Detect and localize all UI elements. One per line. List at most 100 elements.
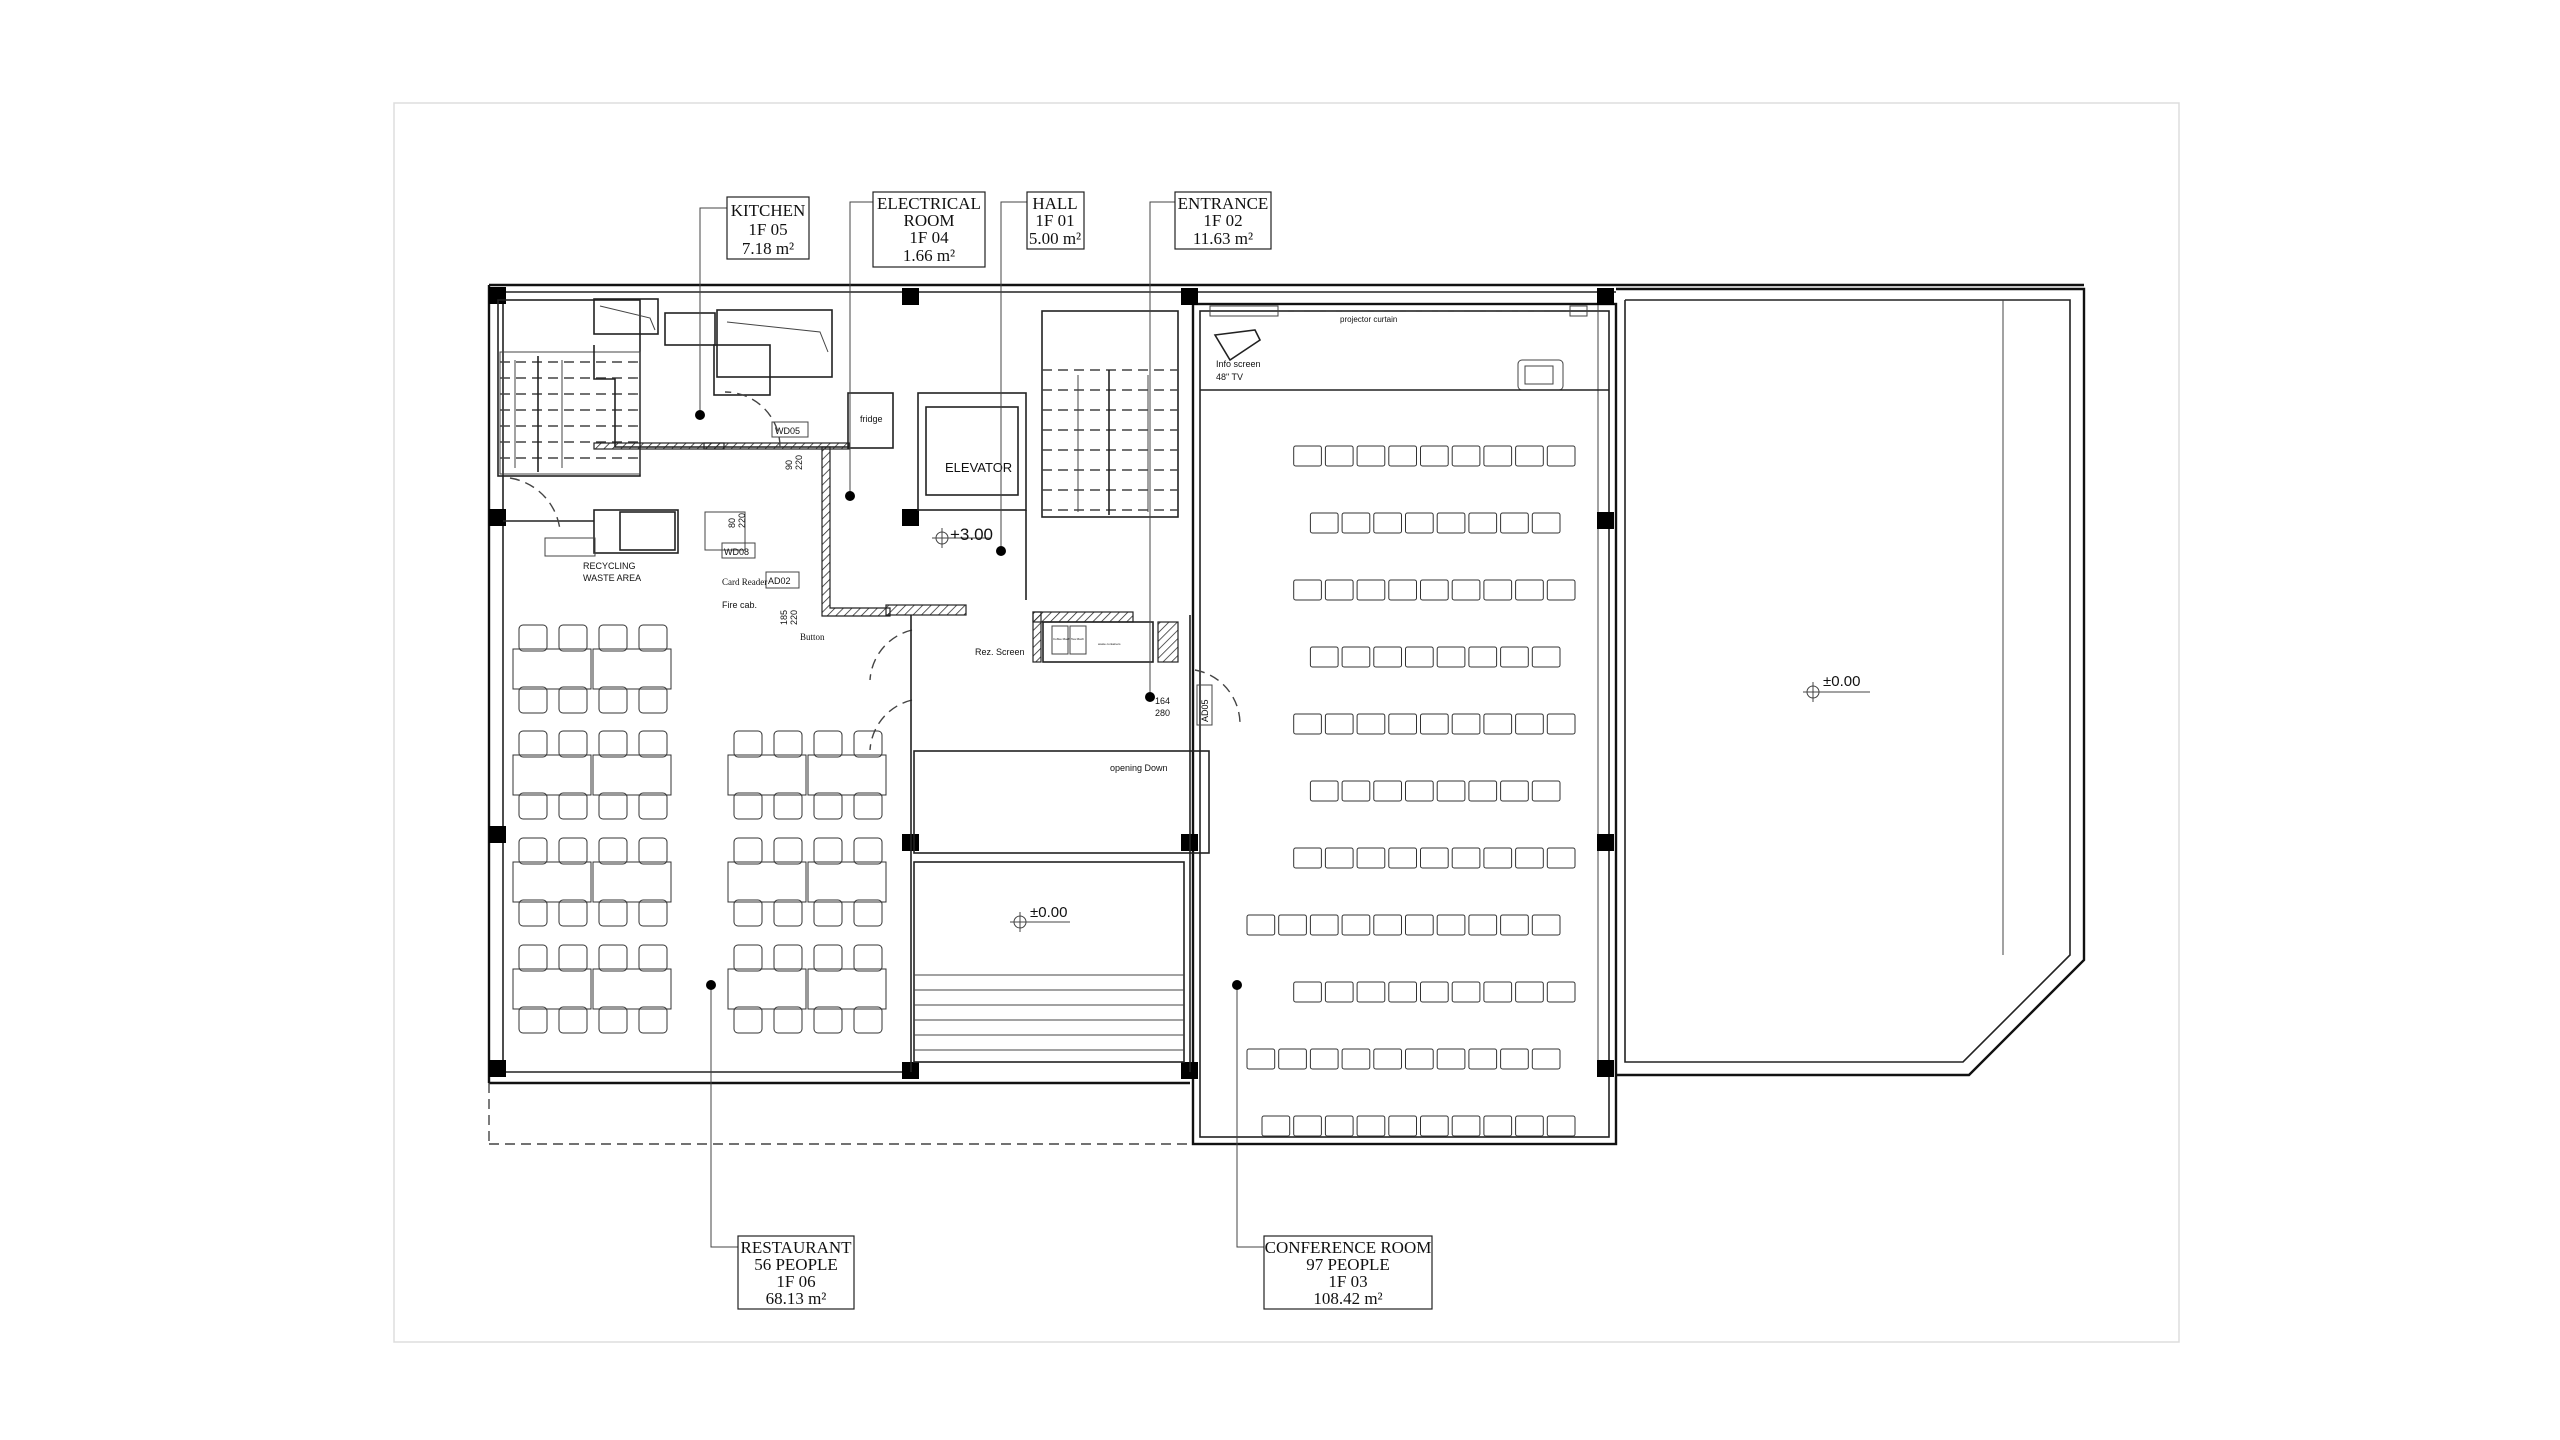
restaurant-table-group <box>512 730 672 820</box>
chair <box>813 730 843 758</box>
chair <box>853 1006 883 1034</box>
conference-seat <box>1405 646 1434 668</box>
seat-row <box>1293 847 1576 869</box>
table <box>592 861 672 903</box>
conference-seat <box>1388 713 1418 735</box>
table <box>512 754 592 796</box>
chair <box>598 624 628 652</box>
conference-seat <box>1420 1115 1449 1137</box>
chair <box>558 1006 588 1034</box>
seat-row <box>1246 914 1561 936</box>
seat-row <box>1261 1115 1576 1137</box>
chair <box>518 837 548 865</box>
chair <box>853 899 883 927</box>
wd08-width: 80 <box>727 518 737 528</box>
conference-seat <box>1373 512 1403 534</box>
tea-machine-label: Tea Mach <box>1071 637 1084 641</box>
projector-curtain-label: projector curtain <box>1340 315 1397 324</box>
table <box>727 754 807 796</box>
svg-text:RESTAURANT: RESTAURANT <box>740 1238 852 1257</box>
conference-seat <box>1451 981 1481 1003</box>
conference-seat <box>1341 646 1371 668</box>
staircase-left <box>497 299 641 477</box>
conference-seat <box>1373 1048 1403 1070</box>
svg-text:108.42 m²: 108.42 m² <box>1313 1289 1382 1308</box>
conference-seat <box>1309 780 1339 802</box>
chair <box>558 730 588 758</box>
conference-seat <box>1451 579 1481 601</box>
structural-columns <box>489 287 1614 1079</box>
chair <box>733 792 763 820</box>
chair <box>598 837 628 865</box>
conference-seat <box>1278 1048 1307 1070</box>
conference-seat <box>1246 1048 1276 1070</box>
conference-seat <box>1388 579 1418 601</box>
leaders <box>695 201 1264 1248</box>
table <box>807 968 887 1010</box>
restaurant-table-group <box>512 837 672 927</box>
conference-seat <box>1341 512 1371 534</box>
svg-text:1F 01: 1F 01 <box>1035 211 1074 230</box>
table <box>512 861 592 903</box>
conference-seat <box>1324 1115 1354 1137</box>
conference-seat <box>1546 445 1576 467</box>
chair <box>638 686 668 714</box>
chair <box>598 899 628 927</box>
svg-text:ROOM: ROOM <box>903 211 954 230</box>
svg-text:11.63 m²: 11.63 m² <box>1193 229 1253 248</box>
conference-seat <box>1531 914 1561 936</box>
conference-seat <box>1515 1115 1544 1137</box>
conference-seat <box>1356 579 1386 601</box>
conference-seat <box>1500 914 1529 936</box>
chair <box>773 792 803 820</box>
conference-seat <box>1436 512 1466 534</box>
seat-row <box>1293 579 1576 601</box>
coffee-machine-label: Coffee Mach <box>1053 637 1070 641</box>
chair <box>558 899 588 927</box>
chair <box>558 944 588 972</box>
conference-seat <box>1373 914 1403 936</box>
conference-seat <box>1388 847 1418 869</box>
conference-seat <box>1388 981 1418 1003</box>
conference-seat <box>1293 981 1322 1003</box>
seat-row <box>1246 1048 1561 1070</box>
table <box>807 754 887 796</box>
label-hall: HALL 1F 01 5.00 m² <box>1026 191 1085 250</box>
chair <box>518 792 548 820</box>
chair <box>598 1006 628 1034</box>
label-conference-room: CONFERENCE ROOM 97 PEOPLE 1F 03 108.42 m… <box>1263 1235 1433 1310</box>
conference-seat <box>1356 445 1386 467</box>
conference-seat <box>1324 579 1354 601</box>
conference-seat <box>1309 914 1339 936</box>
chair <box>598 792 628 820</box>
conference-seat <box>1388 445 1418 467</box>
chair <box>518 1006 548 1034</box>
conference-seat <box>1515 713 1544 735</box>
chair <box>558 792 588 820</box>
elevator-label: ELEVATOR <box>945 460 1012 475</box>
chair <box>773 730 803 758</box>
ad05-width: 164 <box>1155 696 1170 706</box>
table <box>807 861 887 903</box>
conference-seat <box>1309 512 1339 534</box>
conference-seat <box>1451 445 1481 467</box>
chair <box>518 944 548 972</box>
level-ground-text: ±0.00 <box>1030 904 1067 921</box>
conference-seat <box>1293 1115 1322 1137</box>
conference-seat <box>1341 1048 1371 1070</box>
conference-seat <box>1309 646 1339 668</box>
conference-seat <box>1500 512 1529 534</box>
chair <box>773 837 803 865</box>
table <box>592 648 672 690</box>
seat-row <box>1309 780 1561 802</box>
seat-row <box>1293 445 1576 467</box>
chair <box>638 944 668 972</box>
svg-text:HALL: HALL <box>1032 194 1077 213</box>
seat-row <box>1309 646 1561 668</box>
chair <box>813 792 843 820</box>
conference-seat <box>1420 445 1449 467</box>
conference-seat <box>1483 445 1513 467</box>
conference-seat <box>1468 780 1498 802</box>
restaurant-table-group <box>727 730 887 820</box>
